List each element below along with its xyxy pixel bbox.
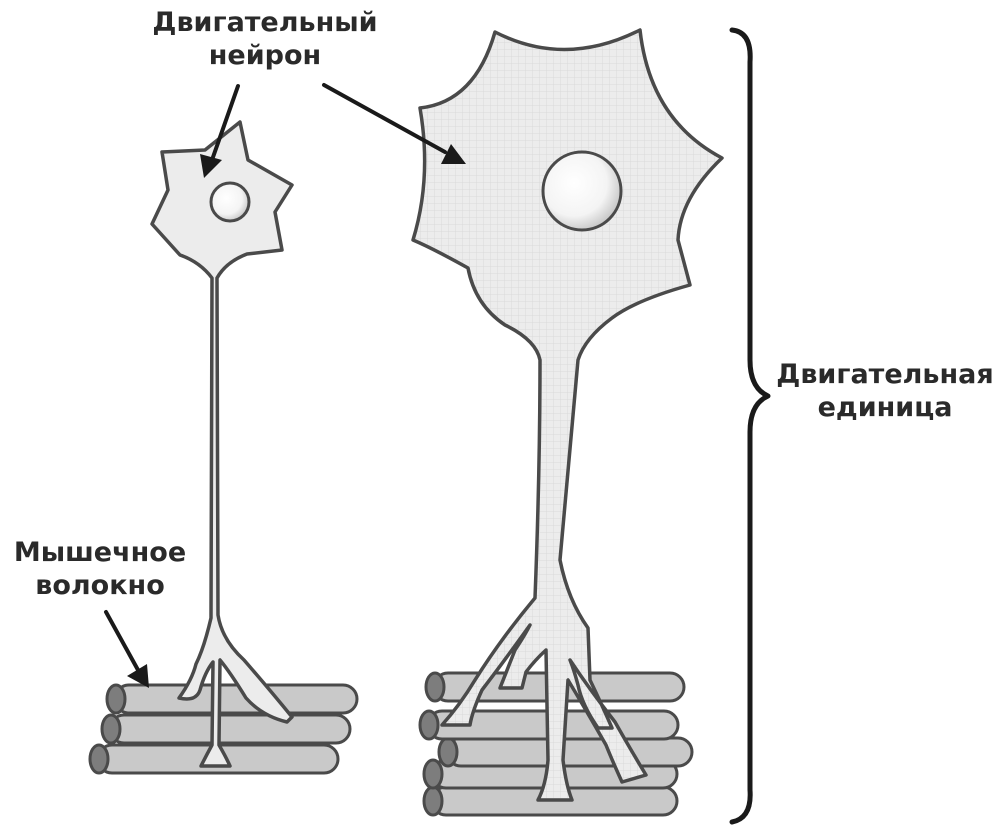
large-motor-unit — [411, 28, 724, 817]
motor-neuron-label-line-2: нейрон — [208, 40, 322, 71]
small-motor-unit — [88, 120, 359, 775]
muscle-fiber-label-line-2: волокно — [35, 570, 165, 601]
motor-unit-label: Двигательная единица — [765, 358, 1005, 424]
motor-neuron-label-line-1: Двигательный — [152, 7, 378, 38]
motor-unit-brace — [729, 27, 771, 825]
small-neuron-nucleus — [209, 181, 251, 223]
large-neuron-nucleus — [541, 150, 623, 232]
arrow-to-muscle-fiber — [104, 610, 149, 688]
large-motor-neuron — [411, 28, 724, 802]
small-motor-neuron — [150, 120, 294, 768]
small-muscle-fiber-2 — [100, 713, 352, 745]
muscle-fiber-label: Мышечное волокно — [0, 536, 200, 602]
muscle-fiber-label-line-1: Мышечное — [13, 537, 187, 568]
motor-unit-label-line-2: единица — [817, 392, 953, 423]
motor-unit-label-line-1: Двигательная — [776, 359, 994, 390]
arrow-to-small-neuron — [200, 84, 240, 178]
motor-neuron-label: Двигательный нейрон — [130, 6, 400, 72]
small-muscle-fiber-1 — [105, 683, 359, 715]
arrow-to-large-neuron — [322, 83, 466, 164]
